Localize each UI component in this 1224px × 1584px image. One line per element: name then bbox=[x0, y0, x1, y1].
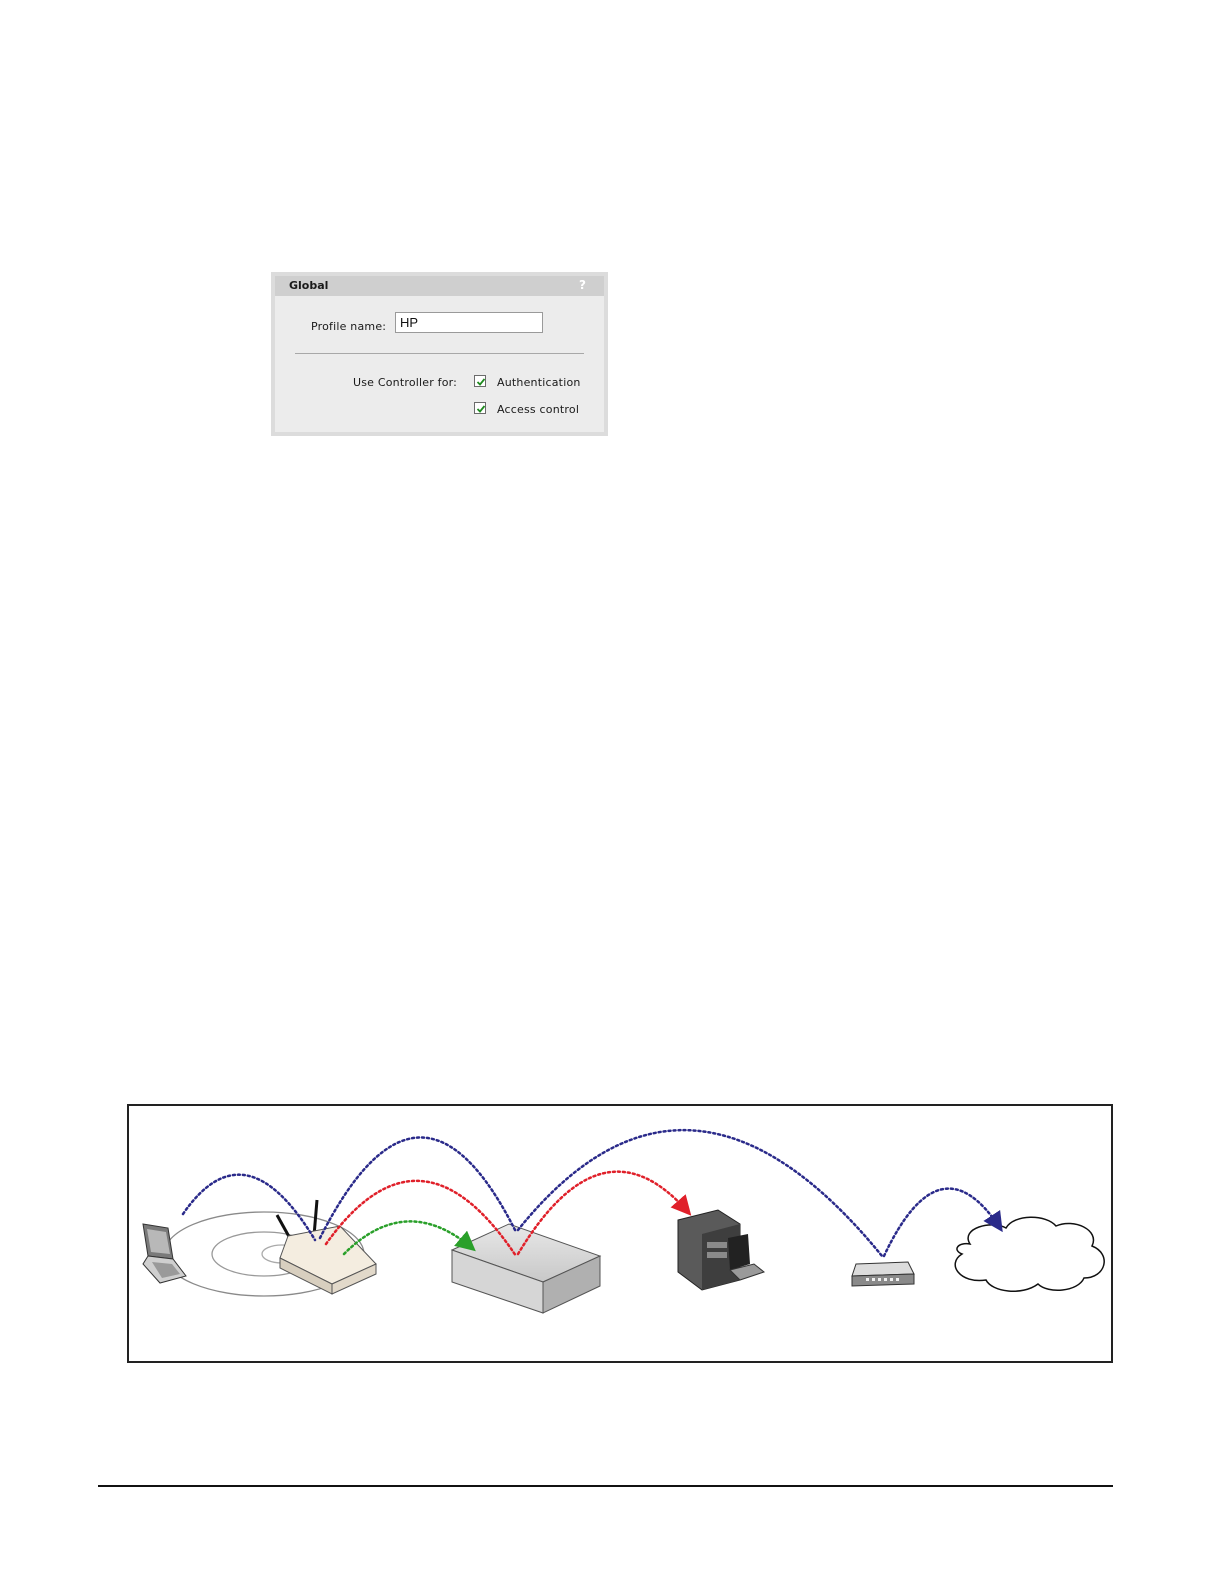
network-diagram-canvas bbox=[129, 1106, 1111, 1361]
laptop-icon bbox=[143, 1224, 186, 1283]
footer-rule bbox=[98, 1485, 1113, 1487]
cloud-icon bbox=[955, 1217, 1104, 1291]
network-diagram bbox=[127, 1104, 1113, 1363]
controller-icon bbox=[452, 1224, 600, 1313]
panel-title: Global bbox=[289, 279, 328, 292]
checkmark-icon bbox=[475, 376, 487, 388]
help-icon[interactable]: ? bbox=[579, 278, 586, 292]
access-control-label: Access control bbox=[497, 403, 579, 416]
server-icon bbox=[678, 1210, 764, 1290]
profile-name-input[interactable] bbox=[395, 312, 543, 333]
router-icon bbox=[852, 1262, 914, 1286]
global-settings-panel: Global ? Profile name: Use Controller fo… bbox=[271, 272, 608, 436]
blue-path bbox=[183, 1175, 315, 1240]
authentication-label: Authentication bbox=[497, 376, 581, 389]
profile-name-label: Profile name: bbox=[311, 320, 386, 333]
checkmark-icon bbox=[475, 403, 487, 415]
authentication-checkbox[interactable] bbox=[474, 375, 486, 387]
divider bbox=[295, 353, 584, 354]
use-controller-label: Use Controller for: bbox=[353, 376, 457, 389]
panel-header: Global ? bbox=[275, 276, 604, 296]
blue-path bbox=[320, 1137, 516, 1238]
access-control-checkbox[interactable] bbox=[474, 402, 486, 414]
